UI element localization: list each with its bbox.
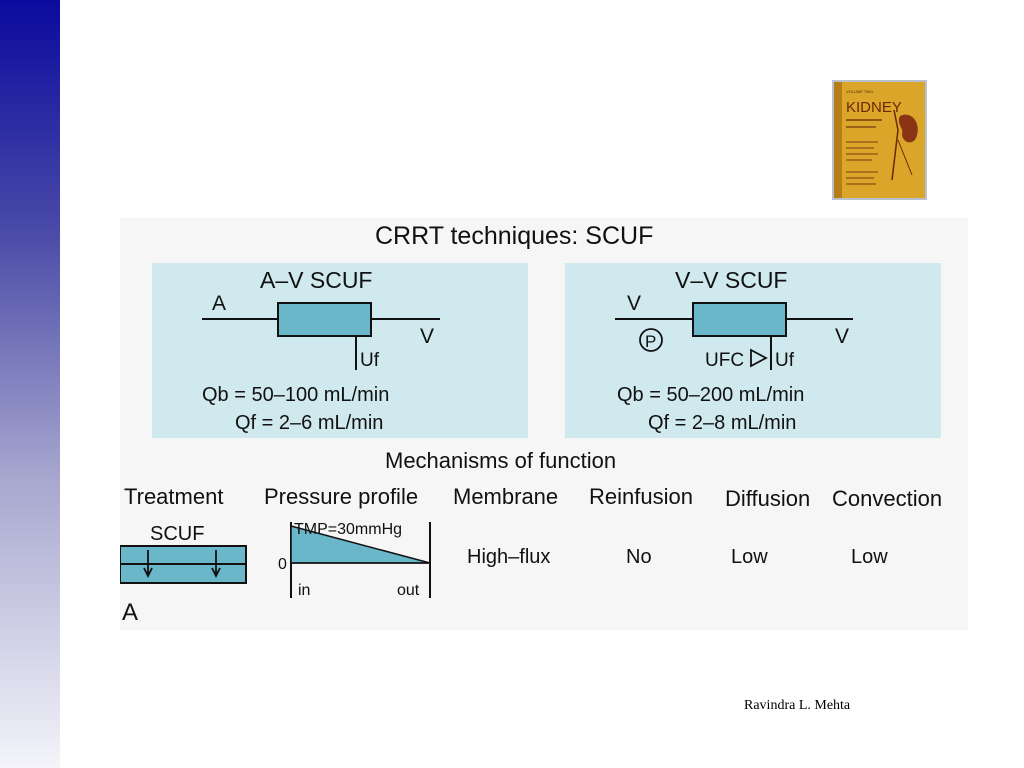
pressure-out-label: out <box>397 582 420 599</box>
author-credit: Ravindra L. Mehta <box>744 698 851 713</box>
pump-icon: P <box>639 328 663 352</box>
panel-letter: A <box>122 599 138 626</box>
mechanisms-title: Mechanisms of function <box>385 448 616 473</box>
vv-qb: Qb = 50–200 mL/min <box>617 384 804 406</box>
tmp-label: TMP=30mmHg <box>294 521 402 538</box>
down-arrow-icon <box>211 550 221 579</box>
av-scuf-title: A–V SCUF <box>260 267 372 293</box>
header-diffusion: Diffusion <box>725 486 810 511</box>
down-arrow-icon <box>143 550 153 579</box>
pressure-in-label: in <box>298 582 310 599</box>
header-membrane: Membrane <box>453 484 558 509</box>
vv-scuf-panel: V–V SCUF V V P UFC Uf Qb = 50–200 mL/min… <box>565 263 941 438</box>
crrt-figure: CRRT techniques: SCUF A–V SCUF A V Uf Qb… <box>120 218 968 630</box>
kidney-illustration-icon <box>891 109 918 181</box>
figure-title: CRRT techniques: SCUF <box>375 222 653 250</box>
av-outlet-label: V <box>420 325 434 348</box>
header-convection: Convection <box>832 486 942 511</box>
vv-qf: Qf = 2–8 mL/min <box>648 412 796 434</box>
membrane-value: High–flux <box>467 546 550 568</box>
header-treatment: Treatment <box>124 484 223 509</box>
av-inlet-label: A <box>212 292 226 315</box>
header-reinfusion: Reinfusion <box>589 484 693 509</box>
vv-inlet-label: V <box>627 292 641 315</box>
av-filter <box>277 302 372 337</box>
pressure-zero-label: 0 <box>278 556 287 573</box>
vv-outlet-label: V <box>835 325 849 348</box>
ufc-valve-icon <box>750 348 768 368</box>
kidney-book-cover: VOLUME TWO KIDNEY <box>832 80 927 200</box>
book-volume-label: VOLUME TWO <box>846 89 873 94</box>
pump-label: P <box>645 332 656 351</box>
book-title: KIDNEY <box>846 99 902 116</box>
av-scuf-panel: A–V SCUF A V Uf Qb = 50–100 mL/min Qf = … <box>152 263 528 438</box>
treatment-scuf-label: SCUF <box>150 523 204 545</box>
av-qb: Qb = 50–100 mL/min <box>202 384 389 406</box>
vv-uf-label: Uf <box>775 350 795 371</box>
av-qf: Qf = 2–6 mL/min <box>235 412 383 434</box>
convection-value: Low <box>851 546 888 568</box>
header-pressure-profile: Pressure profile <box>264 484 418 509</box>
vv-scuf-title: V–V SCUF <box>675 267 787 293</box>
side-gradient-bar <box>0 0 60 768</box>
av-uf-label: Uf <box>360 350 380 371</box>
vv-ufc-label: UFC <box>705 350 744 371</box>
scuf-treatment: SCUF <box>120 523 247 584</box>
vv-filter <box>692 302 787 337</box>
reinfusion-value: No <box>626 546 652 568</box>
pressure-profile-graph: TMP=30mmHg 0 in out <box>278 521 431 599</box>
diffusion-value: Low <box>731 546 768 568</box>
